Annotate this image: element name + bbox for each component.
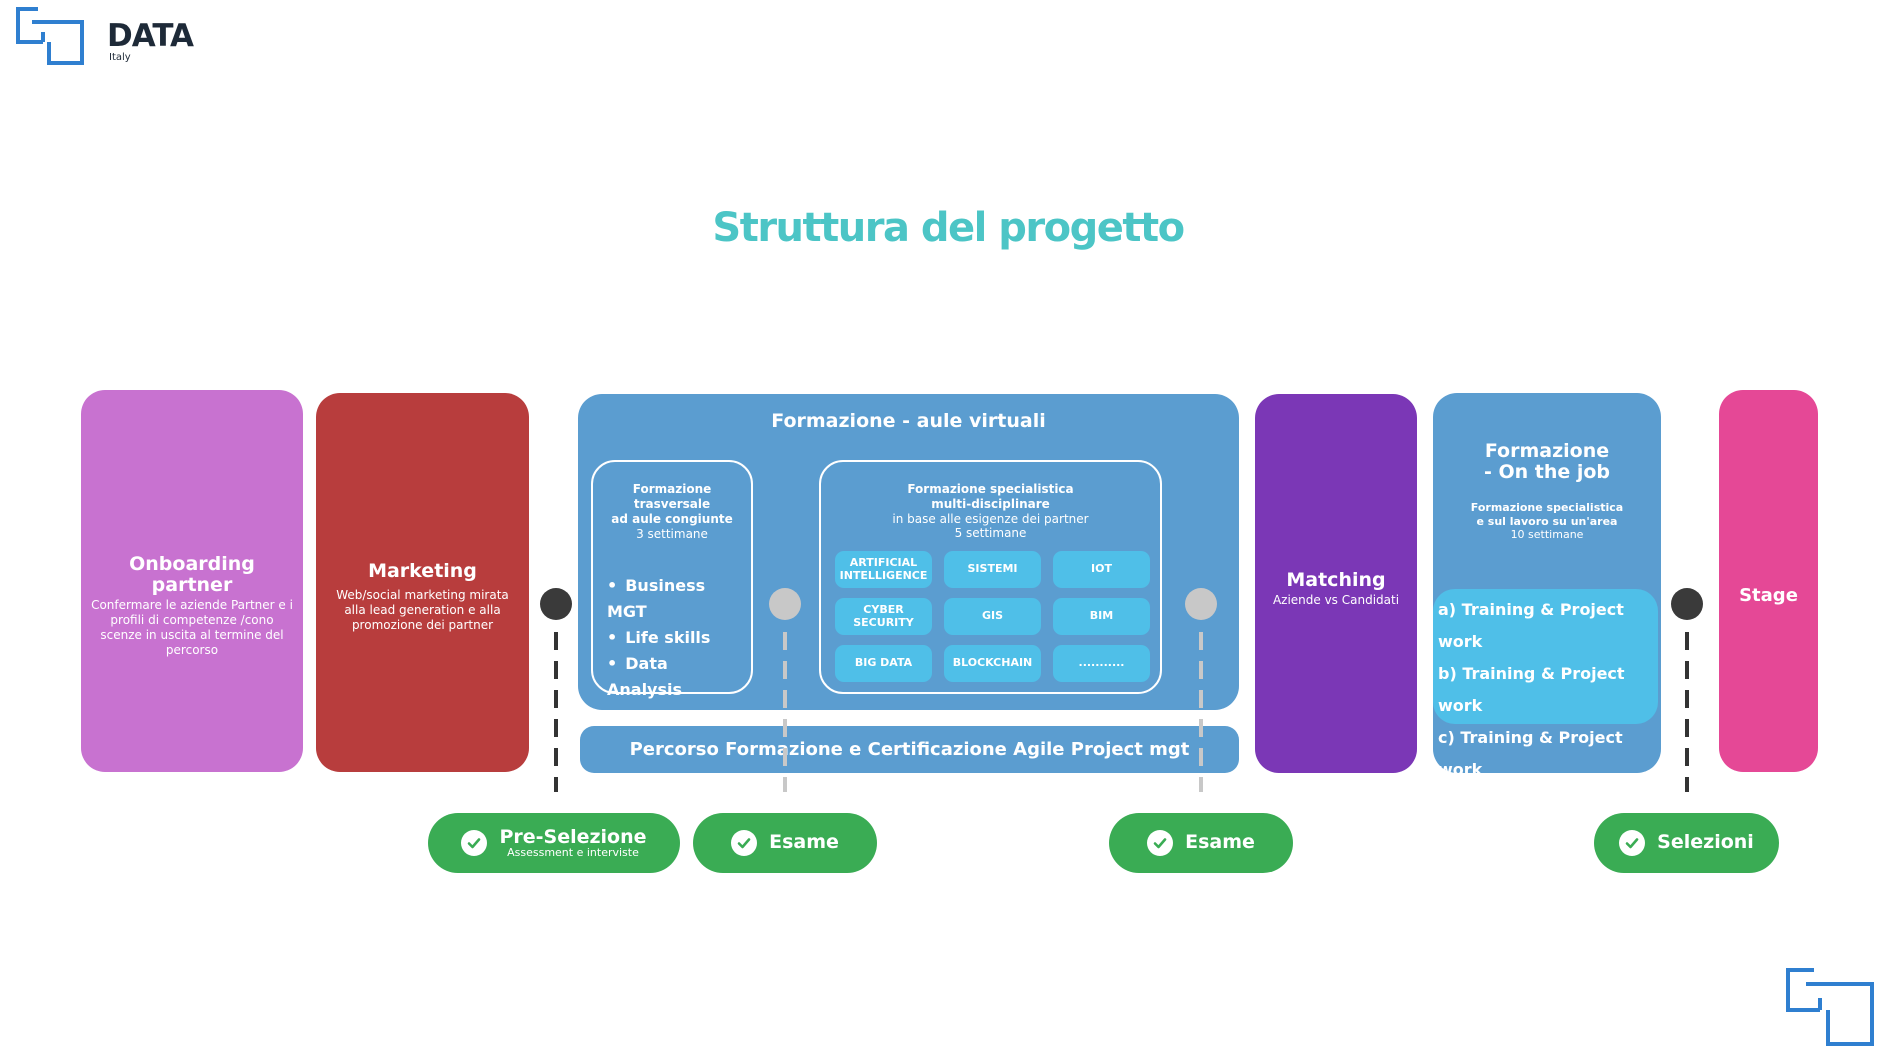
topic-chip-blockchain: BLOCKCHAIN [944, 645, 1041, 682]
skill-item: Business MGT [607, 573, 747, 625]
ontjob-sub-line1: Formazione specialistica [1470, 500, 1624, 514]
milestone-esame-1: Esame [693, 813, 877, 873]
ontjob-title-line1: Formazione [1484, 440, 1610, 462]
milestone-selezioni: Selezioni [1594, 813, 1779, 873]
virtual-classroom-title: Formazione - aule virtuali [771, 410, 1046, 432]
check-icon [731, 830, 758, 856]
specialistica-title-line1: Formazione specialistica [907, 482, 1074, 496]
corner-logo-mark-icon [1784, 964, 1884, 1050]
milestone-dot [769, 588, 801, 620]
logo-brand: DATA [107, 18, 194, 54]
ontjob-sub-line2: e sul lavoro su un'area [1476, 514, 1618, 528]
topic-chip-sistemi: SISTEMI [944, 551, 1041, 588]
formazione-trasversale-box: Formazione trasversale ad aule congiunte… [591, 460, 753, 699]
milestone-dot [1671, 588, 1703, 620]
milestone-pre-selezione: Pre-Selezione Assessment e interviste [428, 813, 680, 873]
topic-chip-gis: GIS [944, 598, 1041, 635]
training-item: a) Training & Project work [1438, 600, 1624, 651]
specialistica-sub: in base alle esigenze dei partner [892, 512, 1089, 526]
matching-card: Matching Aziende vs Candidati [1255, 394, 1417, 773]
page-title: Struttura del progetto [712, 205, 1185, 251]
milestone-connector [1199, 632, 1203, 792]
topic-chip-more: ........... [1053, 645, 1150, 682]
stage-card: Stage [1719, 390, 1818, 772]
marketing-title: Marketing [368, 560, 477, 582]
onboarding-partner-card: Onboarding partner Confermare le aziende… [81, 390, 303, 772]
training-item: d) Training & Project work [1438, 792, 1625, 843]
milestone-dot [540, 588, 572, 620]
data-italy-logo: DATA Italy [14, 5, 214, 75]
training-item: c) Training & Project work [1438, 728, 1623, 779]
check-icon [1619, 830, 1646, 856]
stage-title: Stage [1739, 585, 1798, 606]
milestone-label: Selezioni [1657, 831, 1754, 854]
milestone-label: Pre-Selezione [499, 825, 647, 848]
milestone-dot [1185, 588, 1217, 620]
matching-title: Matching [1286, 569, 1386, 591]
ontjob-duration: 10 settimane [1510, 528, 1584, 542]
skills-list: Business MGT Life skills Data Analysis [597, 573, 747, 703]
topic-chip-big-data: BIG DATA [835, 645, 932, 682]
skill-item: Data Analysis [607, 651, 747, 703]
topic-chip-iot: IOT [1053, 551, 1150, 588]
onboarding-desc: Confermare le aziende Partner e i profil… [91, 597, 293, 657]
onboarding-title: Onboarding partner [129, 553, 255, 596]
ontjob-title-line2: - On the job [1483, 460, 1611, 483]
logo-mark-icon [16, 7, 84, 65]
trasversale-title-line2: ad aule congiunte [611, 512, 733, 526]
milestone-connector [1685, 632, 1689, 792]
milestone-connector [554, 632, 558, 792]
matching-desc: Aziende vs Candidati [1272, 592, 1400, 607]
milestone-label: Esame [1185, 831, 1255, 854]
skill-item: Life skills [607, 625, 747, 651]
milestone-sub: Assessment e interviste [507, 846, 639, 860]
check-icon [461, 830, 488, 856]
trasversale-title-line1: Formazione trasversale [632, 482, 712, 511]
check-icon [1147, 830, 1174, 856]
specialistica-title-line2: multi-disciplinare [931, 497, 1050, 511]
milestone-label: Esame [769, 831, 839, 854]
formazione-specialistica-box: Formazione specialistica multi-disciplin… [819, 460, 1162, 694]
topic-chip-bim: BIM [1053, 598, 1150, 635]
marketing-desc: Web/social marketing mirata alla lead ge… [336, 587, 509, 632]
agile-certification-bar: Percorso Formazione e Certificazione Agi… [580, 726, 1239, 773]
specialistica-duration: 5 settimane [954, 526, 1027, 541]
milestone-connector [783, 632, 787, 792]
marketing-card: Marketing Web/social marketing mirata al… [316, 393, 529, 772]
milestone-esame-2: Esame [1109, 813, 1293, 873]
training-item: b) Training & Project work [1438, 664, 1625, 715]
training-project-list: a) Training & Project work b) Training &… [1433, 589, 1658, 843]
logo-sub: Italy [109, 52, 131, 63]
trasversale-duration: 3 settimane [636, 527, 708, 541]
